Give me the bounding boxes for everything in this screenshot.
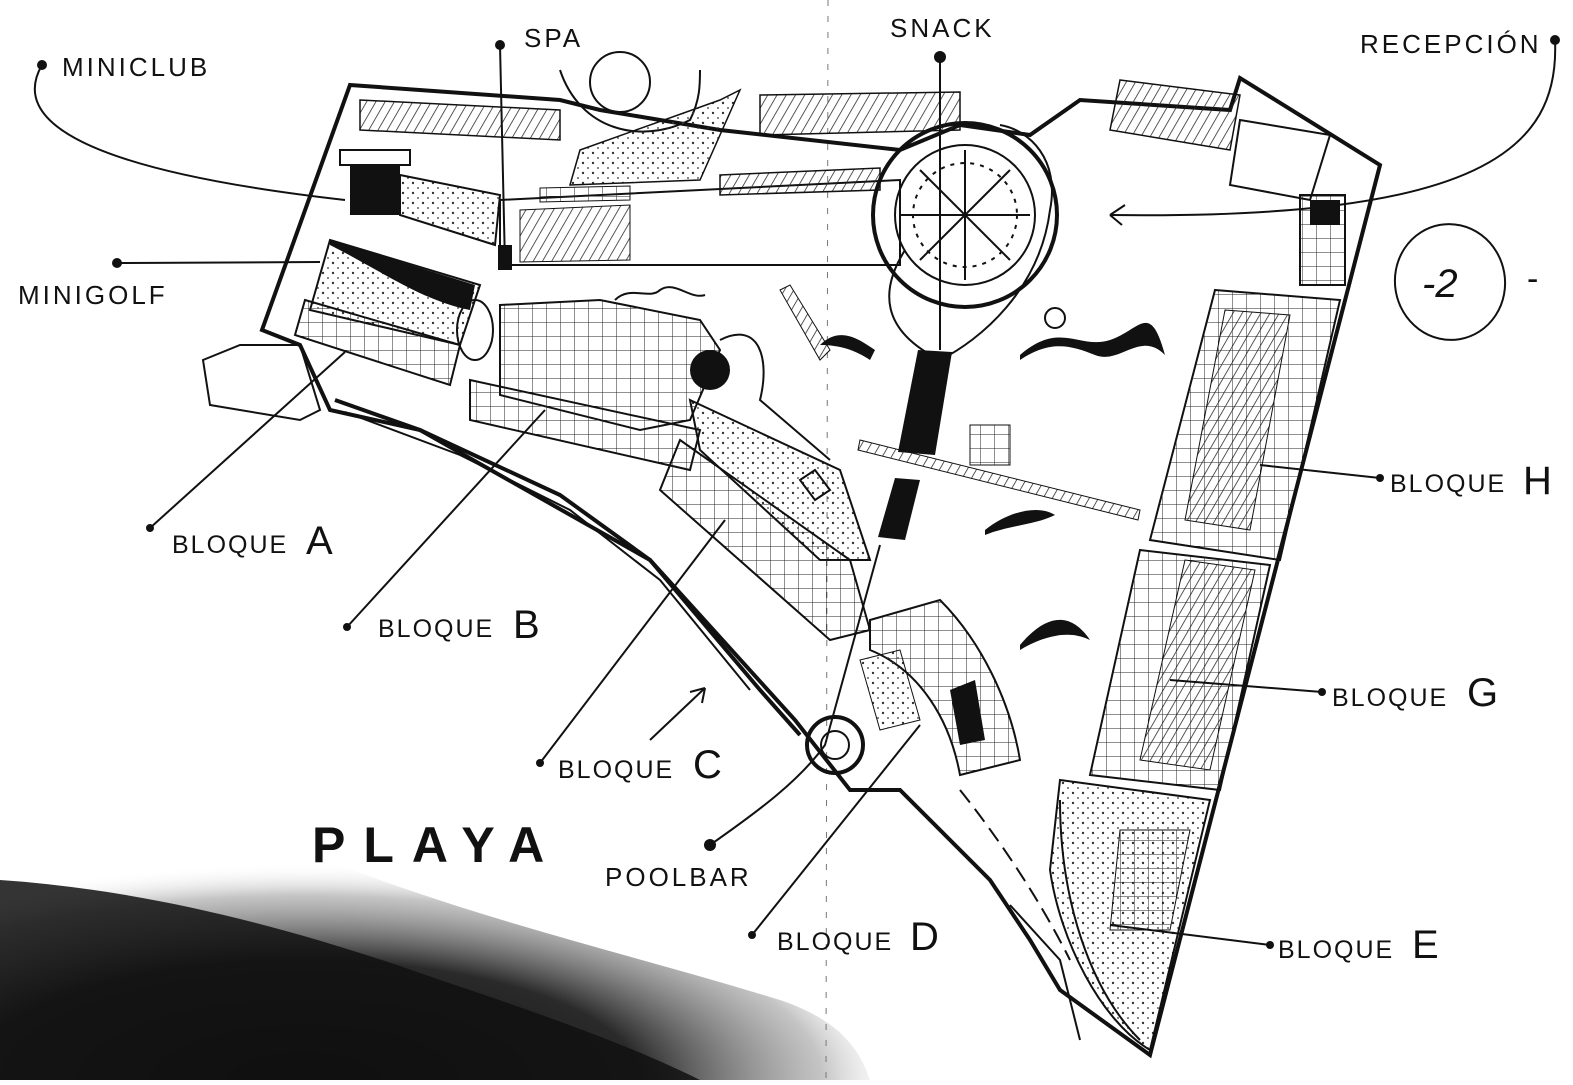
- reception-building: [1228, 118, 1346, 286]
- block-d-letter: D: [910, 915, 939, 959]
- block-g-label: BLOQUE G: [1332, 671, 1498, 715]
- block-e-letter: E: [1412, 923, 1439, 967]
- beach-boundary: [959, 789, 1081, 1041]
- block-b-word: BLOQUE: [378, 615, 494, 643]
- top-circle: [559, 51, 742, 186]
- miniclub-label: MINICLUB: [62, 52, 210, 82]
- block-e-word: BLOQUE: [1278, 936, 1394, 964]
- central-path: [857, 424, 1141, 521]
- block-h-letter: H: [1523, 459, 1552, 503]
- leader-lines: [33, 35, 1560, 949]
- page-number-stamp: [1393, 223, 1507, 341]
- block-c-letter: C: [693, 743, 722, 787]
- shadow-area: [0, 770, 870, 1080]
- block-bc-building: [469, 378, 872, 642]
- parking-top: [719, 79, 1241, 196]
- miniclub-building: [339, 99, 561, 247]
- poolbar-label: POOLBAR: [605, 862, 752, 892]
- page-number-label: -2: [1422, 262, 1458, 306]
- block-d-label: BLOQUE D: [777, 915, 939, 959]
- recepcion-label: RECEPCIÓN: [1360, 29, 1542, 59]
- block-a-building: [293, 238, 482, 387]
- block-c-word: BLOQUE: [558, 756, 674, 784]
- snack-label: SNACK: [890, 13, 995, 43]
- block-b-label: BLOQUE B: [378, 603, 540, 647]
- walkway-bars: [878, 350, 952, 540]
- page-dash-label: -: [1527, 260, 1538, 298]
- block-g-word: BLOQUE: [1332, 684, 1448, 712]
- playa-label: PLAYA: [312, 817, 562, 873]
- minigolf-label: MINIGOLF: [18, 280, 168, 310]
- complex-outline: [201, 74, 1383, 1059]
- snack-building: [871, 121, 1059, 362]
- block-b-letter: B: [513, 603, 540, 647]
- block-e-building: [1048, 778, 1212, 1052]
- north-arrow-icon: [649, 687, 706, 741]
- spa-building: [498, 178, 901, 270]
- block-g-letter: G: [1467, 671, 1498, 715]
- block-c-label: BLOQUE C: [558, 743, 722, 787]
- block-a-letter: A: [306, 519, 333, 563]
- block-h-building: [1148, 288, 1342, 562]
- water-shapes: [985, 307, 1165, 650]
- block-e-label: BLOQUE E: [1278, 923, 1439, 967]
- block-h-label: BLOQUE H: [1390, 459, 1552, 503]
- poolbar-building: [805, 715, 865, 775]
- block-g-building: [1088, 548, 1272, 792]
- block-d-building: [859, 598, 1022, 777]
- block-a-label: BLOQUE A: [172, 519, 333, 563]
- block-d-word: BLOQUE: [777, 928, 893, 956]
- block-a-word: BLOQUE: [172, 531, 288, 559]
- block-h-word: BLOQUE: [1390, 470, 1506, 498]
- spa-label: SPA: [524, 23, 583, 53]
